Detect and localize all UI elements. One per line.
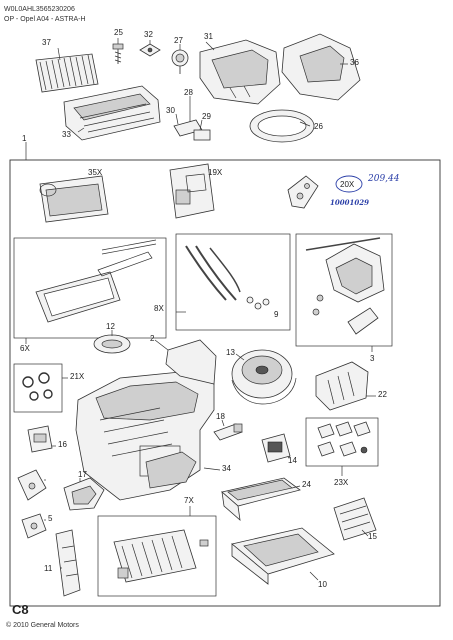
callout-7x: 7X [184,496,194,505]
resistor-drawing [315,361,369,411]
callout-8x: 8X [154,304,164,313]
callout-25: 25 [114,28,123,37]
connector-16-drawing [27,425,53,453]
callout-20x: 20X [340,180,355,189]
callout-9: 9 [274,310,279,319]
callout-34: 34 [222,464,231,473]
clip-drawing [139,43,161,57]
callout-14: 14 [288,456,297,465]
callout-32: 32 [144,30,153,39]
callout-28: 28 [184,88,193,97]
callout-10: 10 [318,580,327,589]
callout-30: 30 [166,106,175,115]
callout-21x: 21X [70,372,85,381]
callout-18: 18 [216,412,225,421]
seal-kit-drawing [35,239,157,323]
air-duct-drawing [199,39,281,105]
kit-7x-box [97,515,217,597]
pollen-filter-drawing [35,53,99,93]
copyright-text: © 2010 General Motors [6,622,79,629]
callout-5: 5 [48,514,53,523]
assembly-frame [9,159,441,607]
callout-3: 3 [370,354,375,363]
ring-seal-drawing [249,109,315,143]
callout-11: 11 [44,564,53,573]
callout-22: 22 [378,390,387,399]
control-module-drawing [333,497,377,541]
callout-23x: 23X [334,478,349,487]
leader-lines [25,38,376,581]
flap-module-drawing [169,163,215,219]
oring-kit-box [13,363,63,413]
radiator-kit-drawing [113,529,209,583]
blower-motor-drawing [231,349,297,405]
filter-housing-drawing [63,85,161,141]
kit-8x-box [175,233,291,331]
callout-13: 13 [226,348,235,357]
pipe-kit-drawing [185,245,270,310]
callout-16: 16 [58,440,67,449]
callout-31: 31 [204,32,213,41]
heater-housing-drawing [75,339,217,501]
duct-11-drawing [55,529,81,597]
page-code: C8 [12,602,29,617]
callout-1: 1 [22,134,27,143]
handwritten-code-note: 10001029 [330,198,369,207]
actuator-14-drawing [261,433,291,463]
air-duct-right-drawing [281,33,361,101]
blower-kit-drawing [305,237,385,335]
handwritten-price-note: 209,44 [368,174,400,184]
callout-26: 26 [314,122,323,131]
filter-insert-drawing [39,175,109,223]
callout-15: 15 [368,532,377,541]
sensor-drawing [287,175,319,209]
callout-6x: 6X [20,344,30,353]
actuator-4-drawing [17,469,47,501]
oring-kit-drawing [22,372,53,401]
seal-ring-drawing [93,334,131,354]
callout-24: 24 [302,480,311,489]
clip-kit-drawing [317,421,371,457]
nut-drawing [171,49,189,74]
kit-6x-box [13,237,167,339]
callout-19x: 19X [208,168,223,177]
callout-27: 27 [174,36,183,45]
vin-number: W0L0AHL3565230206 [4,6,75,13]
handwritten-circle [335,175,363,193]
callout-17: 17 [78,470,87,479]
servo-5-drawing [21,513,47,539]
vehicle-model: OP - Opel A04 - ASTRA-H [4,16,86,23]
drain-tray-drawing [231,527,335,585]
bracket-drawing [173,112,211,141]
callout-33: 33 [62,130,71,139]
callout-29: 29 [202,112,211,121]
servo-motor-drawing [63,477,105,511]
screw-drawing [112,43,124,64]
kit-3-box [295,233,393,347]
callout-36: 36 [350,58,359,67]
callout-35x: 35X [88,168,103,177]
callout-2: 2 [150,334,155,343]
callout-37: 37 [42,38,51,47]
callout-12: 12 [106,322,115,331]
heater-core-drawing [221,477,301,522]
temp-sensor-drawing [213,423,243,441]
